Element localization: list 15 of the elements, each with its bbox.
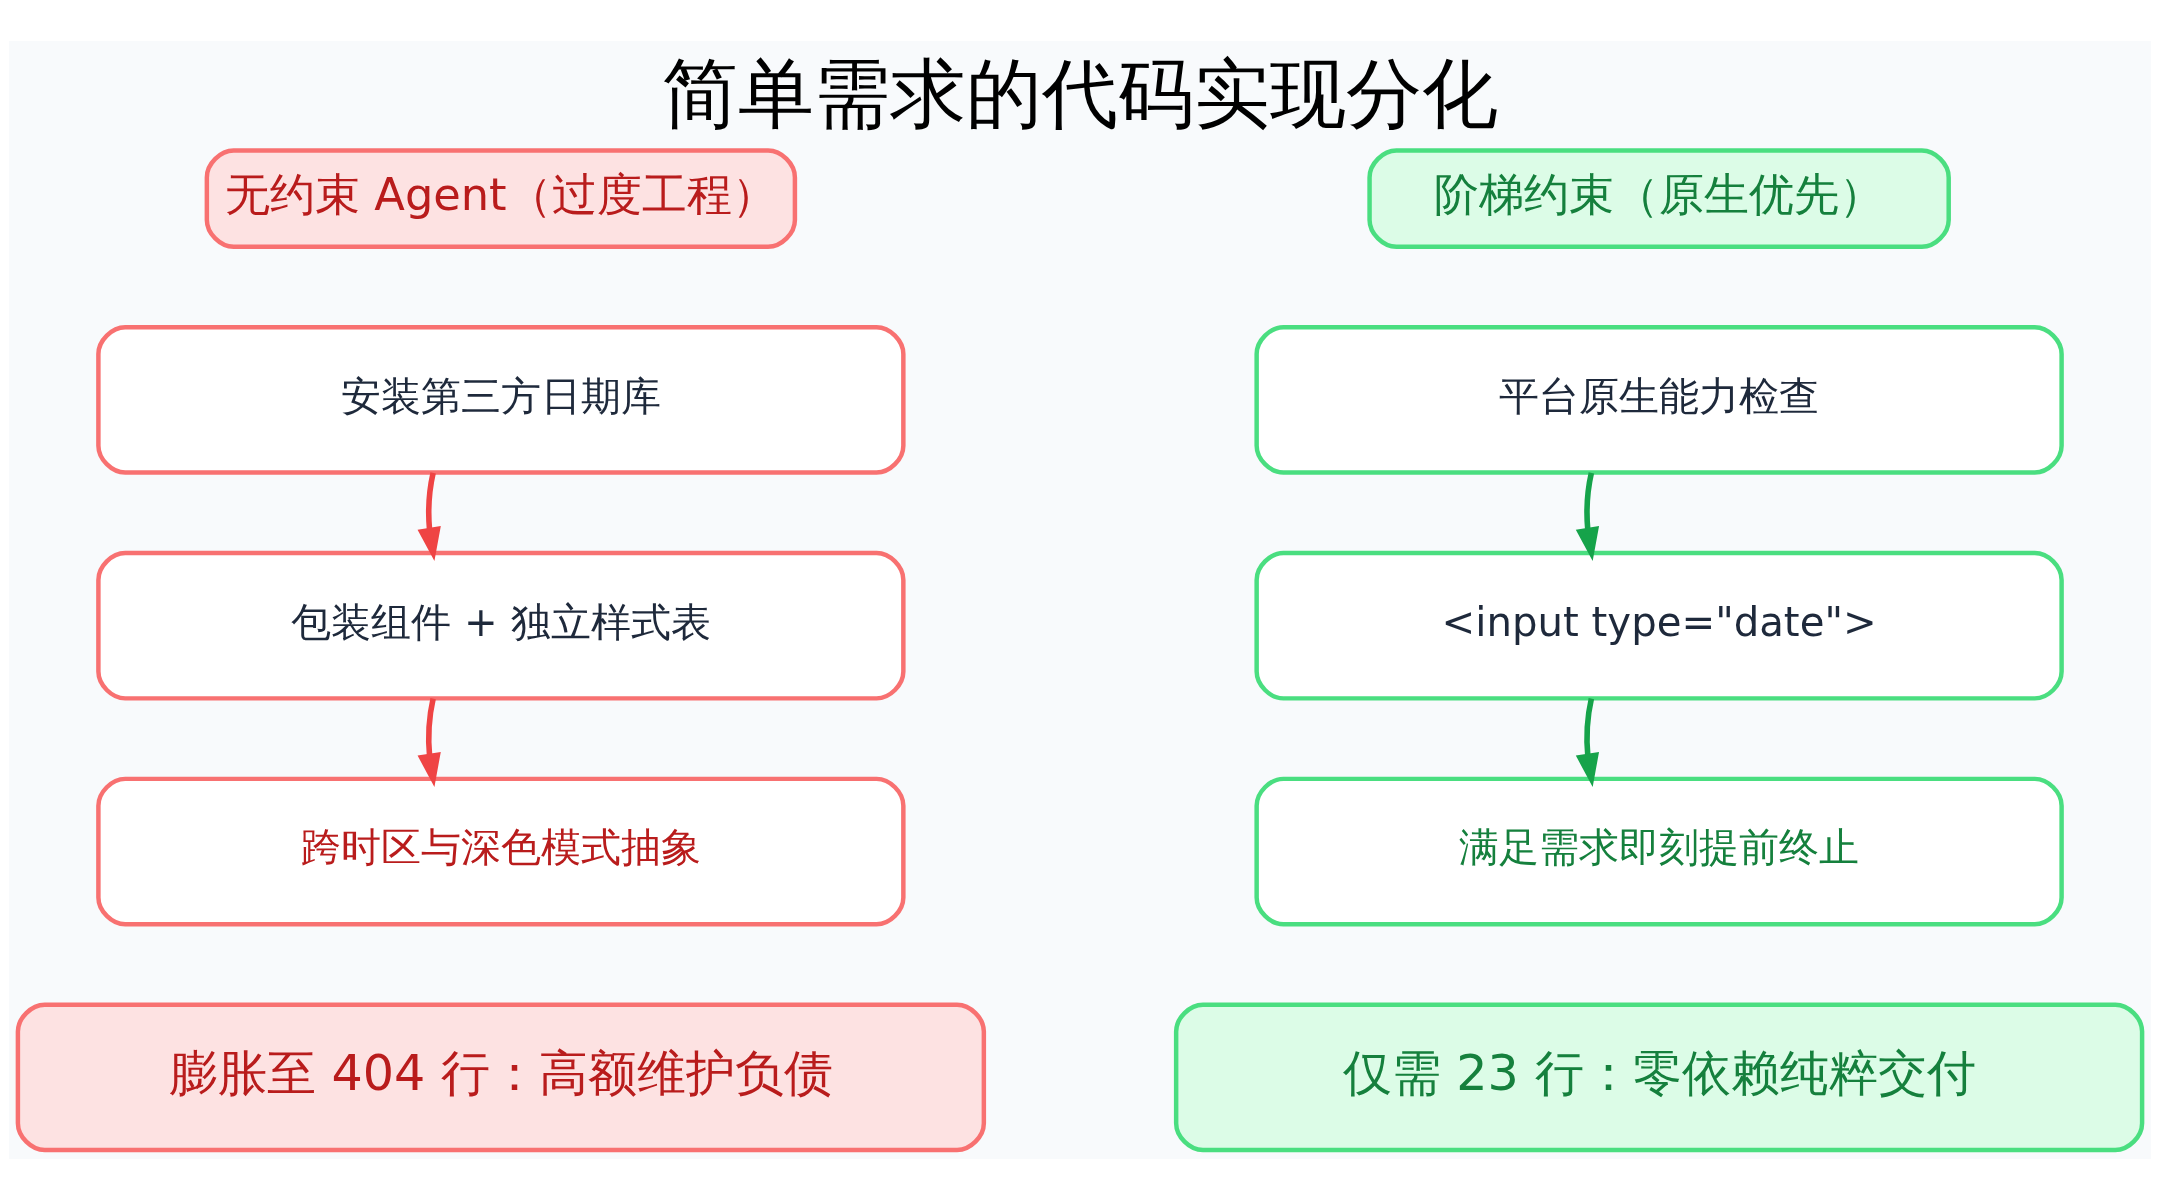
node-box: 包装组件 + 独立样式表 (96, 550, 906, 701)
node-box: 无约束 Agent（过度工程） (204, 148, 798, 249)
node-box: 平台原生能力检查 (1254, 324, 2064, 475)
diagram-title: 简单需求的代码实现分化 (662, 48, 1498, 138)
node-box: 满足需求即刻提前终止 (1254, 776, 2064, 927)
arrow (417, 472, 441, 562)
node-box: 安装第三方日期库 (96, 324, 906, 475)
node-box: <input type="date"> (1254, 550, 2064, 701)
arrow (417, 698, 441, 787)
arrow (1575, 472, 1600, 562)
node-box: 跨时区与深色模式抽象 (96, 776, 906, 927)
node-box: 膨胀至 404 行：高额维护负债 (15, 1002, 987, 1153)
arrow (1575, 698, 1600, 787)
node-box: 阶梯约束（原生优先） (1367, 148, 1951, 249)
node-box: 仅需 23 行：零依赖纯粹交付 (1173, 1002, 2145, 1153)
